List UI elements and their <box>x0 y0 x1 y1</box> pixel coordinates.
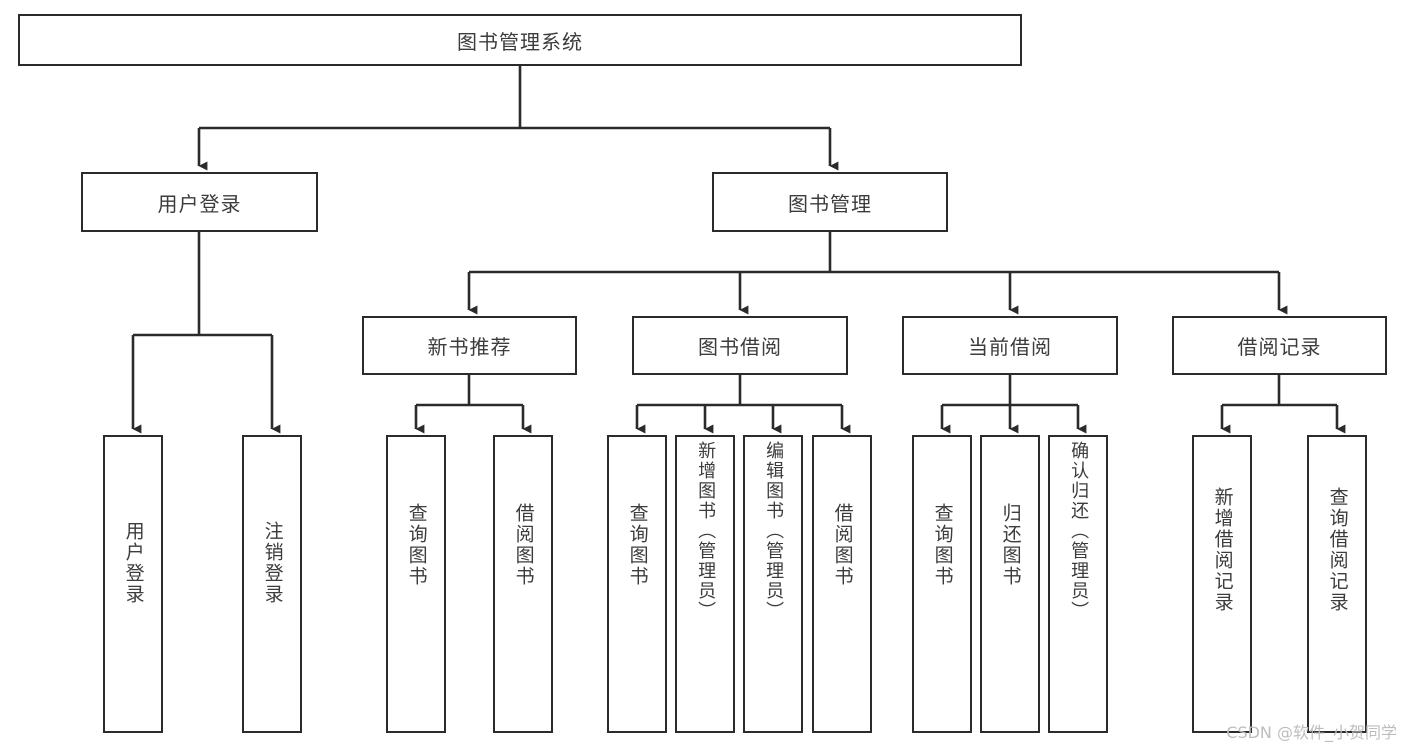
node-user-login[interactable]: 用户登录 <box>81 172 318 232</box>
node-root-book-management-system[interactable]: 图书管理系统 <box>18 14 1022 66</box>
leaf-query-books[interactable]: 查询图书 <box>607 435 667 733</box>
leaf-query-books-current[interactable]: 查询图书 <box>912 435 972 733</box>
node-new-book-recommendation[interactable]: 新书推荐 <box>362 316 577 375</box>
leaf-label: 用户登录 <box>122 521 145 605</box>
node-label: 当前借阅 <box>968 335 1052 359</box>
node-label: 用户登录 <box>157 191 242 216</box>
leaf-edit-book-admin[interactable]: 编辑图书（管理员） <box>743 435 803 733</box>
leaf-label: 查询借阅记录 <box>1326 487 1349 613</box>
leaf-add-book-admin[interactable]: 新增图书（管理员） <box>675 435 735 733</box>
node-borrowing-records[interactable]: 借阅记录 <box>1172 316 1387 375</box>
node-current-borrowing[interactable]: 当前借阅 <box>902 316 1118 375</box>
leaf-label: 新增图书（管理员） <box>695 441 717 621</box>
leaf-add-borrowing-record[interactable]: 新增借阅记录 <box>1192 435 1252 733</box>
node-label: 图书管理系统 <box>457 29 583 54</box>
node-label: 图书借阅 <box>698 335 782 359</box>
leaf-label: 注销登录 <box>261 521 284 605</box>
leaf-query-borrowing-record[interactable]: 查询借阅记录 <box>1307 435 1367 733</box>
node-label: 新书推荐 <box>427 335 512 359</box>
node-book-borrowing[interactable]: 图书借阅 <box>632 316 848 375</box>
leaf-label: 确认归还（管理员） <box>1068 441 1090 621</box>
leaf-label: 查询图书 <box>931 503 954 587</box>
node-label: 借阅记录 <box>1237 335 1322 359</box>
node-label: 图书管理 <box>788 191 872 216</box>
leaf-label: 查询图书 <box>626 503 649 587</box>
leaf-label: 编辑图书（管理员） <box>763 441 785 621</box>
node-book-management[interactable]: 图书管理 <box>712 172 948 232</box>
leaf-user-login[interactable]: 用户登录 <box>103 435 163 733</box>
leaf-query-books-recommendation[interactable]: 查询图书 <box>386 435 446 733</box>
leaf-label: 借阅图书 <box>512 503 535 587</box>
leaf-confirm-return-admin[interactable]: 确认归还（管理员） <box>1048 435 1108 733</box>
leaf-borrow-books[interactable]: 借阅图书 <box>812 435 872 733</box>
leaf-label: 新增借阅记录 <box>1211 487 1234 613</box>
watermark-text: CSDN @软件_小贺同学 <box>1226 723 1397 742</box>
leaf-borrow-books-recommendation[interactable]: 借阅图书 <box>493 435 553 733</box>
leaf-return-books[interactable]: 归还图书 <box>980 435 1040 733</box>
leaf-label: 查询图书 <box>405 503 428 587</box>
leaf-label: 归还图书 <box>999 503 1022 587</box>
leaf-label: 借阅图书 <box>831 503 854 587</box>
leaf-logout[interactable]: 注销登录 <box>242 435 302 733</box>
